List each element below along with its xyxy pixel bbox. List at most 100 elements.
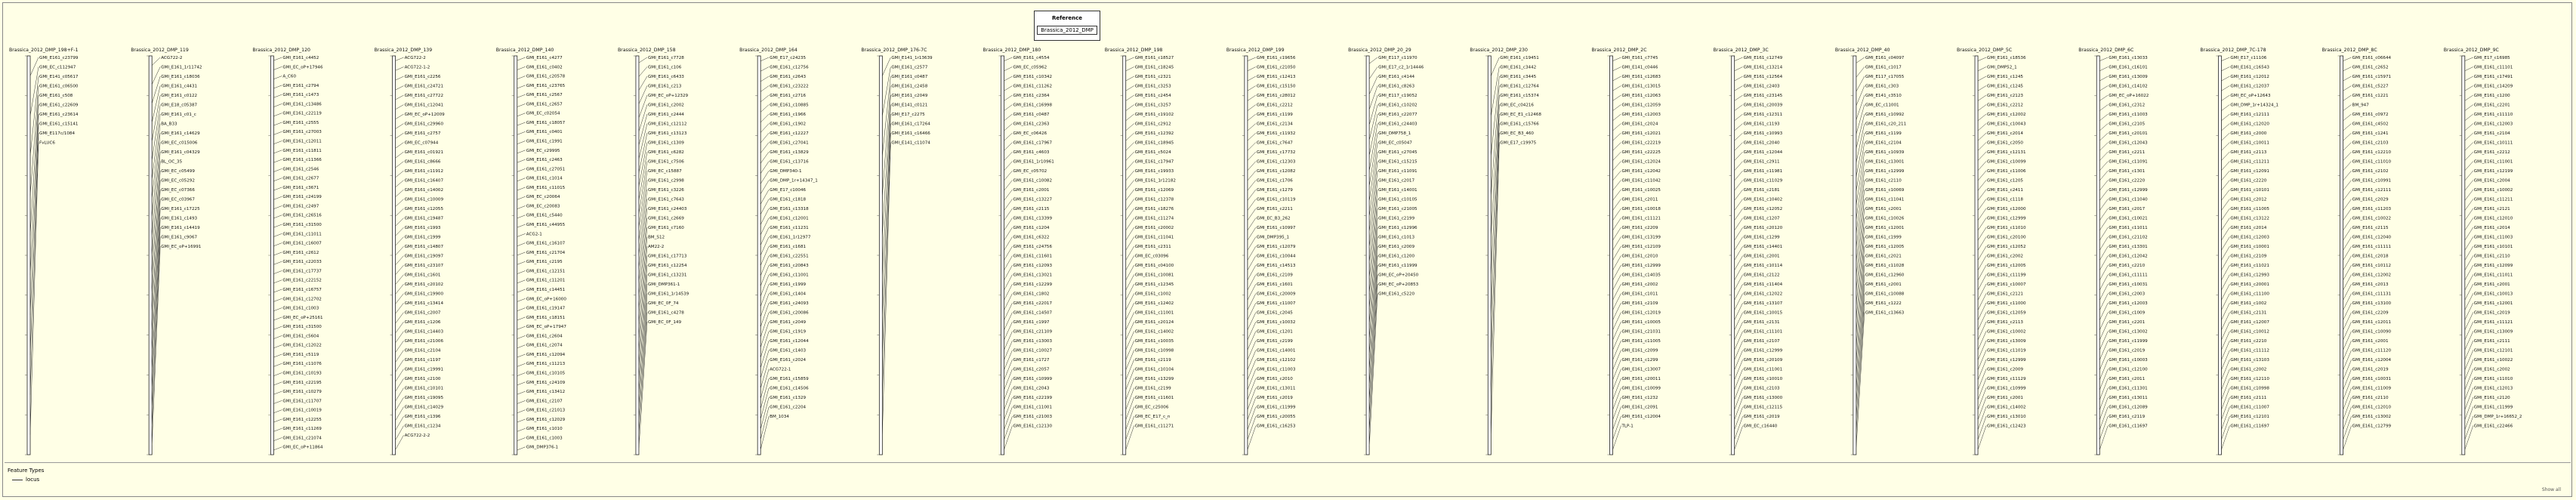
marker-label[interactable]: GMI_E161_c2115 bbox=[1013, 207, 1050, 211]
marker-label[interactable]: GMI_E161_c2107 bbox=[526, 399, 563, 403]
marker-label[interactable]: GMI_E161_c10021 bbox=[2109, 217, 2148, 221]
marker-label[interactable]: GMI_E161_c5220 bbox=[1378, 292, 1414, 297]
marker-label[interactable]: GMI_E161_c18057 bbox=[526, 121, 566, 125]
marker-label[interactable]: GMI_E161_c16107 bbox=[526, 242, 566, 246]
marker-label[interactable]: GMI_E161_c13001 bbox=[1865, 160, 1905, 165]
marker-label[interactable]: GMI_E161_c20011 bbox=[1621, 377, 1661, 381]
marker-label[interactable]: GMI_E161_c22225 bbox=[1621, 150, 1661, 155]
marker-label[interactable]: GMI_E161_c2001 bbox=[2474, 282, 2510, 287]
marker-label[interactable]: BM_1034 bbox=[770, 415, 789, 419]
marker-label[interactable]: GMI_E161_c2012 bbox=[2230, 198, 2266, 202]
marker-label[interactable]: TLP-1 bbox=[1621, 424, 1634, 429]
marker-label[interactable]: GMI_E161_c12111 bbox=[2352, 188, 2392, 193]
marker-label[interactable]: GMI_E161_c14507 bbox=[1013, 311, 1053, 316]
marker-label[interactable]: GMI_E161_c14029 bbox=[405, 406, 444, 410]
marker-label[interactable]: GMI_E161_c11999 bbox=[1257, 406, 1296, 410]
marker-label[interactable]: GMI_E161_c3226 bbox=[648, 188, 684, 193]
marker-label[interactable]: GMI_E161_c11213 bbox=[526, 362, 566, 366]
marker-label[interactable]: GMI_E161_c2010 bbox=[1621, 255, 1658, 259]
marker-label[interactable]: GMI_E161_c17737 bbox=[282, 269, 322, 273]
marker-label[interactable]: GMI_E161_c15141 bbox=[39, 122, 79, 127]
marker-label[interactable]: GMI_E161_c2002 bbox=[648, 103, 684, 108]
marker-label[interactable]: GMI_E161_c2199 bbox=[1378, 217, 1414, 221]
map-title[interactable]: Brassica_2012_DMP_20_29 bbox=[1348, 48, 1411, 53]
marker-label[interactable]: GMI_E161_c11015 bbox=[526, 186, 566, 190]
marker-label[interactable]: GMI_E161_c2001 bbox=[1013, 188, 1050, 193]
marker-label[interactable]: GMI_E161_c5604 bbox=[282, 334, 319, 338]
marker-label[interactable]: GMI_E161_c2716 bbox=[770, 94, 806, 98]
marker-label[interactable]: GMI_E161_c18536 bbox=[1987, 56, 2026, 60]
marker-label[interactable]: GMI_E161_c10003 bbox=[2109, 358, 2148, 363]
marker-label[interactable]: GMI_E161_c2181 bbox=[1744, 188, 1780, 193]
marker-label[interactable]: GMI_E161_c11211 bbox=[2230, 160, 2269, 165]
marker-label[interactable]: GMI_E161_c2014 bbox=[1987, 131, 2023, 136]
marker-label[interactable]: GMI_E161_c10010 bbox=[1744, 377, 1783, 381]
marker-label[interactable]: GMI_E161_c11001 bbox=[1013, 406, 1053, 410]
marker-label[interactable]: GMI_EC_oP+17947 bbox=[526, 325, 567, 329]
marker-label[interactable]: GMI_EC_c29995 bbox=[526, 149, 560, 153]
marker-label[interactable]: GMI_E161_c10101 bbox=[2474, 245, 2513, 249]
marker-label[interactable]: GMI_E161_c1396 bbox=[405, 415, 441, 419]
marker-label[interactable]: GMI_E161_1r12977 bbox=[770, 236, 811, 240]
marker-label[interactable]: GMI_E161_c1200 bbox=[2474, 94, 2510, 98]
marker-label[interactable]: GMI_E161_c24721 bbox=[405, 85, 444, 89]
marker-label[interactable]: GMI_E161_c10119 bbox=[1257, 198, 1296, 202]
marker-label[interactable]: GMI_E161_c2311 bbox=[1135, 245, 1171, 249]
marker-label[interactable]: GMI_E161_c11912 bbox=[405, 169, 444, 174]
marker-label[interactable]: GMI_E161_c1999 bbox=[1865, 236, 1902, 240]
marker-label[interactable]: GMI_E161_c19451 bbox=[1500, 56, 1539, 60]
marker-label[interactable]: GMI_E141_c0446 bbox=[1621, 66, 1658, 70]
marker-label[interactable]: GMI_E161_c1329 bbox=[770, 396, 806, 400]
marker-label[interactable]: GMI_E161_c13103 bbox=[2230, 358, 2269, 363]
marker-label[interactable]: GMI_E161_c10991 bbox=[2352, 179, 2392, 184]
marker-label[interactable]: GMI_E161_c4502 bbox=[2352, 122, 2389, 127]
marker-label[interactable]: GMI_E161_c21050 bbox=[1257, 66, 1296, 70]
marker-label[interactable]: GMI_E161_c2019 bbox=[1744, 415, 1780, 419]
marker-label[interactable]: GMI_E161_c2109 bbox=[1621, 301, 1658, 306]
marker-label[interactable]: GMI_E161_c19102 bbox=[1135, 113, 1174, 117]
map-title[interactable]: Brassica_2012_DMP_6C bbox=[2078, 48, 2133, 53]
marker-label[interactable]: GMI_E161_c24199 bbox=[282, 195, 322, 199]
marker-label[interactable]: GMI_E161_c16466 bbox=[891, 131, 930, 136]
marker-label[interactable]: GMI_E161_c13100 bbox=[2352, 301, 2392, 306]
marker-label[interactable]: GMI_DMP_1r+14347_1 bbox=[770, 179, 818, 184]
marker-label[interactable]: GMI_E161_c2002 bbox=[2230, 368, 2266, 372]
marker-label[interactable]: GMI_E161_c1204 bbox=[1013, 226, 1050, 230]
marker-label[interactable]: GMI_E161_c12000 bbox=[1987, 207, 2026, 211]
marker-label[interactable]: GMI_E161_c12199 bbox=[2474, 169, 2513, 174]
marker-label[interactable]: GMI_E161_c7728 bbox=[648, 56, 684, 60]
marker-label[interactable]: GMI_E161_c2363 bbox=[1013, 122, 1050, 127]
marker-label[interactable]: GMI_E161_c20002 bbox=[1135, 226, 1174, 230]
marker-label[interactable]: GMI_E161_c1199 bbox=[1257, 113, 1293, 117]
marker-label[interactable]: GMI_E161_c27045 bbox=[1378, 150, 1418, 155]
marker-label[interactable]: GMI_E161_c11000 bbox=[1987, 301, 2026, 306]
marker-label[interactable]: GMI_E161_c2091 bbox=[1621, 406, 1658, 410]
marker-label[interactable]: GMI_E161_c11003 bbox=[2109, 113, 2148, 117]
marker-label[interactable]: GMI_E161_c1200 bbox=[1378, 255, 1414, 259]
marker-label[interactable]: GMI_E161_c20_211 bbox=[1865, 122, 1907, 127]
marker-label[interactable]: GMI_E161_c2113 bbox=[1987, 320, 2023, 325]
marker-label[interactable]: GMI_E161_c12303 bbox=[1257, 160, 1296, 165]
marker-label[interactable]: GMI_E161_c12037 bbox=[2230, 85, 2269, 89]
marker-label[interactable]: GMI_E161_c2211 bbox=[2109, 150, 2145, 155]
marker-label[interactable]: GMI_E161_c12210 bbox=[2352, 150, 2392, 155]
marker-label[interactable]: GMI_E161_c11131 bbox=[2352, 292, 2392, 297]
marker-label[interactable]: GMI_E161_c12999 bbox=[1744, 349, 1783, 353]
marker-label[interactable]: GMI_E161_c11366 bbox=[282, 158, 322, 162]
marker-label[interactable]: GMI_E161_c12130 bbox=[1013, 424, 1053, 429]
marker-label[interactable]: GMI_E161_c14401 bbox=[1744, 245, 1783, 249]
marker-label[interactable]: BA_B33 bbox=[161, 122, 177, 127]
marker-label[interactable]: GMI_E161_c2014 bbox=[2474, 226, 2510, 230]
marker-label[interactable]: GMI_E161_c4603 bbox=[1013, 150, 1050, 155]
marker-label[interactable]: GMI_EC_oP+20853 bbox=[1378, 282, 1419, 287]
marker-label[interactable]: GMI_E161_c2757 bbox=[405, 131, 441, 136]
marker-label[interactable]: GMI_E161_c1002 bbox=[2230, 301, 2266, 306]
marker-label[interactable]: GMI_E161_c1601 bbox=[1257, 282, 1293, 287]
marker-label[interactable]: GMI_E161_c1919 bbox=[770, 330, 806, 335]
map-title[interactable]: Brassica_2012_DMP_158 bbox=[618, 48, 676, 53]
marker-label[interactable]: GMI_E161_c10082 bbox=[1013, 179, 1053, 184]
marker-label[interactable]: GMI_E161_c2001 bbox=[2352, 339, 2389, 344]
marker-label[interactable]: GMI_E161_c14403 bbox=[405, 330, 444, 335]
marker-label[interactable]: GMI_E161_c2002 bbox=[1621, 282, 1658, 287]
marker-label[interactable]: GMI_E161_c01_c bbox=[161, 113, 196, 117]
